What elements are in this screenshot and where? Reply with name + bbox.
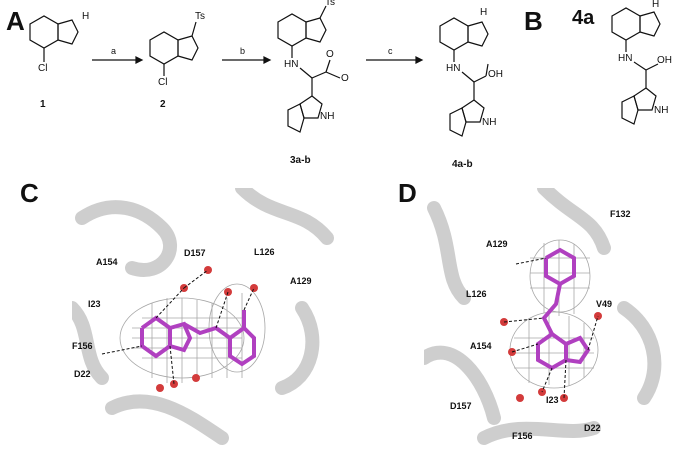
atom-nh-4: NH <box>482 117 497 128</box>
atom-h-4a: H <box>652 0 660 10</box>
atom-h-4: H <box>480 7 488 18</box>
residue-label-d-2: L126 <box>466 289 487 299</box>
atom-o-3: O <box>326 49 334 60</box>
crystal-structure-c-art <box>72 188 334 445</box>
hbond-lines-d <box>503 257 599 399</box>
compound-label-2: 2 <box>160 99 166 110</box>
residue-label-d-0: F132 <box>610 209 631 219</box>
residue-label-c-4: I23 <box>88 299 101 309</box>
residue-label-d-3: V49 <box>596 299 613 309</box>
atom-ts-3: Ts <box>325 0 335 8</box>
residue-label-d-7: F156 <box>512 431 533 441</box>
residue-label-d-5: D157 <box>450 401 472 411</box>
compound-2-structure <box>149 21 199 76</box>
step-label-a: a <box>111 46 117 56</box>
atom-ts-2: Ts <box>195 11 205 22</box>
step-label-c: c <box>388 46 393 56</box>
atom-oh-4a: OH <box>657 55 672 66</box>
compound-3-structure <box>277 5 341 133</box>
residue-label-c-3: A129 <box>290 276 312 286</box>
crystal-structure-d <box>424 188 674 446</box>
arrow-b-head <box>263 56 272 64</box>
arrow-c-head <box>415 56 424 64</box>
residue-label-d-8: D22 <box>584 423 601 433</box>
hbond-lines-c <box>101 269 255 385</box>
compound-1-structure <box>29 15 79 62</box>
residue-label-c-6: D22 <box>74 369 91 379</box>
atom-h-1: H <box>82 11 90 22</box>
panel-letter-a: A <box>6 6 25 36</box>
compound-label-4ab: 4a-b <box>452 159 473 170</box>
atom-hn-3: HN <box>284 59 299 70</box>
residue-label-d-6: I23 <box>546 395 559 405</box>
step-label-b: b <box>240 46 246 56</box>
compound-label-4a: 4a <box>572 7 595 29</box>
atom-hn-4a: HN <box>618 53 633 64</box>
compound-4-structure <box>439 17 489 137</box>
residue-label-c-2: L126 <box>254 247 275 257</box>
reaction-arrows <box>92 56 424 64</box>
atom-cl-1: Cl <box>38 63 48 74</box>
ligand-sticks-d <box>536 247 591 371</box>
atom-cl-2: Cl <box>158 77 168 88</box>
residue-label-c-5: F156 <box>72 341 93 351</box>
atom-methoxy-3: O <box>341 73 349 84</box>
water-oxygens-d <box>500 312 602 402</box>
residue-label-c-0: D157 <box>184 248 206 258</box>
atom-nh-3: NH <box>320 111 335 122</box>
atom-oh-4: OH <box>488 69 503 80</box>
crystal-structure-c <box>72 188 334 446</box>
panel-letter-b: B <box>524 6 543 36</box>
crystal-structure-d-art <box>424 188 662 445</box>
compound-label-3ab: 3a-b <box>290 155 311 166</box>
atom-nh-4a: NH <box>654 105 669 116</box>
panel-letter-d: D <box>398 178 417 208</box>
residue-label-d-4: A154 <box>470 341 492 351</box>
panel-letter-c: C <box>20 178 39 208</box>
atom-hn-4: HN <box>446 63 461 74</box>
compound-label-1: 1 <box>40 99 46 110</box>
residue-label-c-1: A154 <box>96 257 118 267</box>
protein-ribbon-d <box>424 188 662 445</box>
residue-label-d-1: A129 <box>486 239 508 249</box>
arrow-a-head <box>135 56 144 64</box>
protein-ribbon-c <box>72 188 334 445</box>
compound-4a-structure <box>611 7 661 125</box>
synthesis-scheme <box>29 5 661 137</box>
